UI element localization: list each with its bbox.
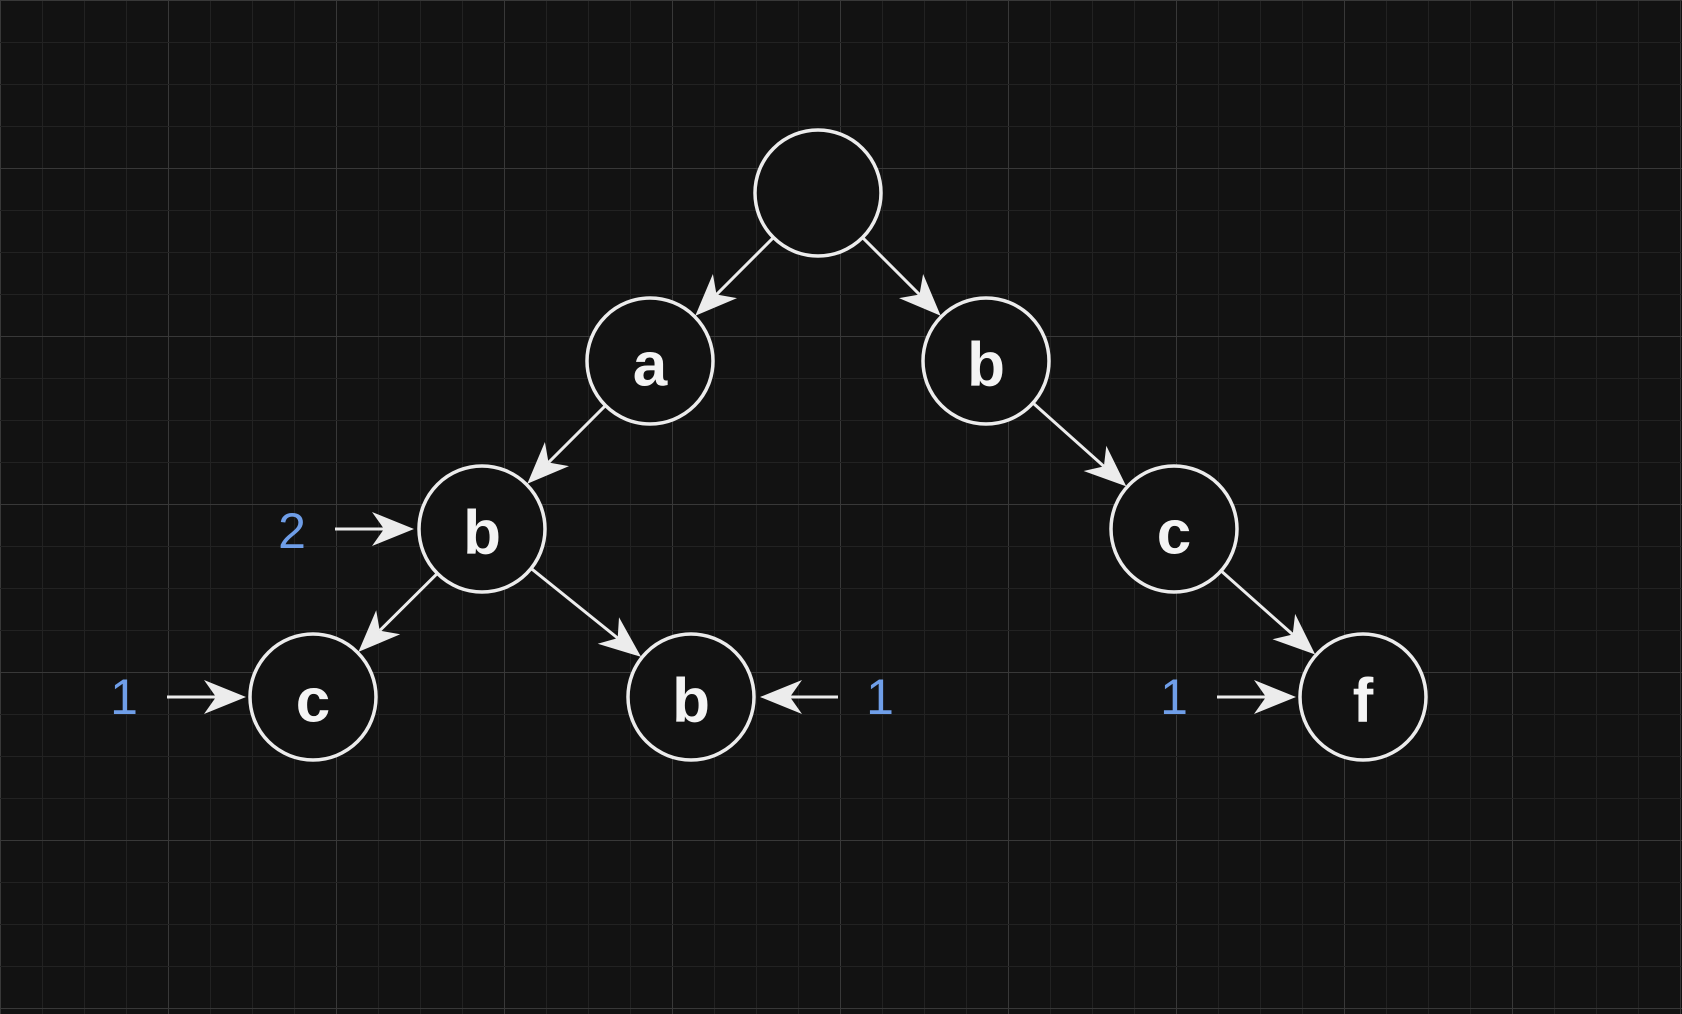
node-circle: [1298, 632, 1428, 762]
arrow-shaft: [530, 567, 619, 640]
arrow-head: [204, 680, 246, 714]
edge-n-b2-to-n-c2: [358, 572, 439, 652]
node-label: c: [1157, 499, 1191, 568]
arrow-head: [695, 274, 737, 316]
count-layer: 2 1 1 1: [110, 503, 1296, 725]
node-n-a: a: [585, 296, 715, 426]
node-n-b3: b: [626, 632, 756, 762]
node-n-b1: b: [921, 296, 1051, 426]
node-circle: [585, 296, 715, 426]
node-n-f: f: [1298, 632, 1428, 762]
arrow-head: [358, 610, 401, 652]
edge-n-b1-to-n-c1: [1031, 401, 1127, 487]
arrow-head: [597, 617, 642, 657]
arrow-shaft: [547, 404, 607, 464]
node-n-c2: c: [248, 632, 378, 762]
edge-n-b2-to-n-b3: [530, 567, 642, 657]
node-label: c: [296, 667, 330, 736]
node-n-c1: c: [1109, 464, 1239, 594]
node-layer: a b b c c b f: [248, 128, 1428, 762]
count-indicator-n-c2: 1: [110, 669, 246, 725]
count-indicator-n-b2: 2: [278, 503, 414, 559]
node-circle: [626, 632, 756, 762]
node-label: b: [463, 499, 501, 568]
node-circle: [248, 632, 378, 762]
edge-root-to-n-b1: [861, 236, 941, 316]
arrow-head: [1083, 445, 1127, 487]
node-circle: [753, 128, 883, 258]
node-circle: [417, 464, 547, 594]
arrow-head: [527, 442, 569, 484]
node-label: b: [967, 331, 1005, 400]
arrow-head: [372, 512, 414, 546]
count-label: 1: [1160, 669, 1188, 725]
count-arrow: [167, 680, 246, 714]
node-circle: [921, 296, 1051, 426]
count-indicator-n-b3: 1: [760, 669, 894, 725]
edge-layer: [358, 236, 1316, 657]
node-label: f: [1353, 667, 1374, 736]
count-arrow: [335, 512, 414, 546]
count-label: 2: [278, 503, 306, 559]
arrow-head: [899, 274, 941, 316]
edge-n-a-to-n-b2: [527, 404, 607, 484]
arrow-shaft: [1220, 569, 1294, 636]
arrow-head: [1272, 613, 1316, 655]
count-indicator-n-f: 1: [1160, 669, 1296, 725]
arrow-shaft: [1031, 401, 1105, 468]
count-label: 1: [866, 669, 894, 725]
count-arrow: [1217, 680, 1296, 714]
count-arrow: [760, 680, 838, 714]
node-label: a: [633, 331, 668, 400]
node-n-b2: b: [417, 464, 547, 594]
arrow-shaft: [378, 572, 439, 632]
edge-root-to-n-a: [695, 236, 775, 316]
edge-n-c1-to-n-f: [1220, 569, 1316, 655]
arrow-shaft: [861, 236, 921, 296]
node-label: b: [672, 667, 710, 736]
arrow-head: [760, 680, 802, 714]
node-circle: [1109, 464, 1239, 594]
count-label: 1: [110, 669, 138, 725]
arrow-head: [1254, 680, 1296, 714]
node-root: [753, 128, 883, 258]
arrow-shaft: [715, 236, 775, 296]
